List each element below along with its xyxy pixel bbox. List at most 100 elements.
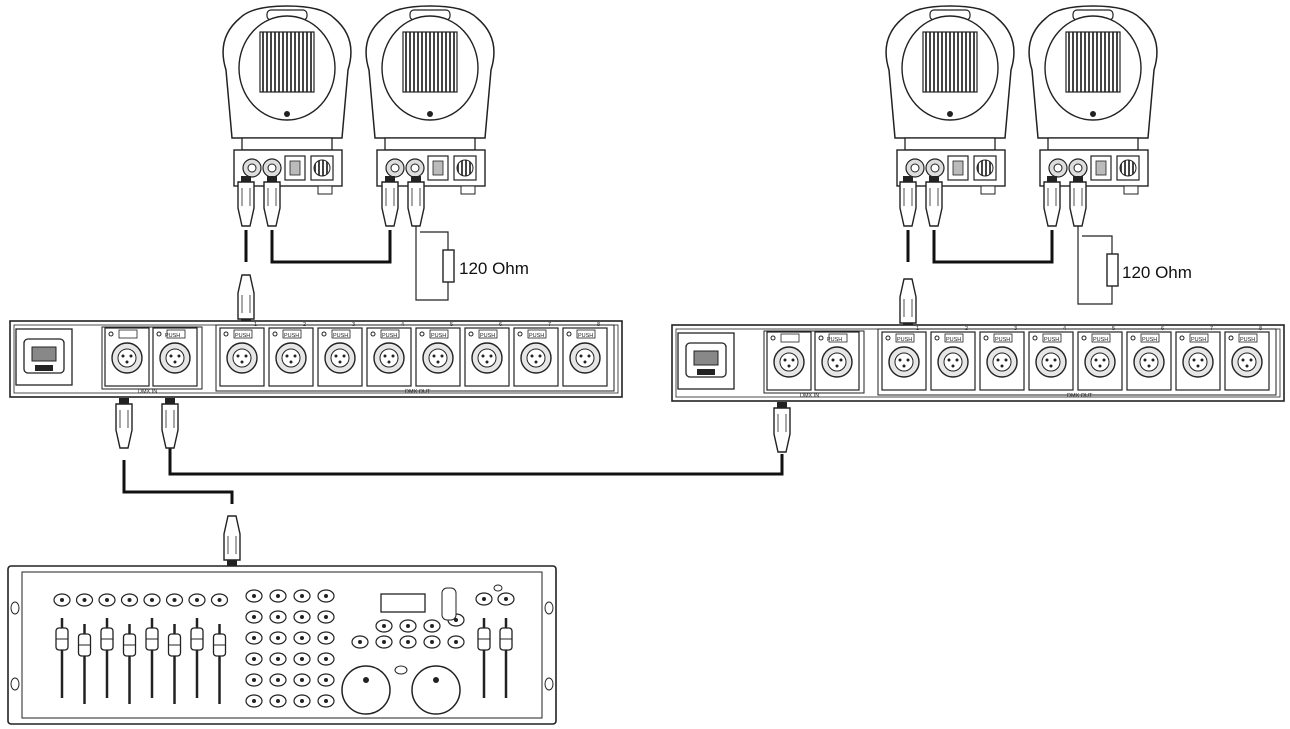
push-label: PUSH	[284, 333, 299, 339]
output-number: 8	[1259, 326, 1262, 332]
function-button	[245, 694, 263, 708]
push-label: PUSH	[827, 337, 842, 343]
push-label: PUSH	[480, 333, 495, 339]
function-button	[317, 589, 335, 603]
dmx-in-socket	[766, 331, 812, 391]
control-button	[447, 635, 465, 649]
scene-button	[143, 593, 161, 607]
function-button	[245, 631, 263, 645]
function-button	[293, 652, 311, 666]
output-number: 1	[916, 326, 919, 332]
splitter1-in-plug	[115, 397, 133, 449]
moving-head-4	[1028, 5, 1158, 195]
terminator-left: 120 Ohm	[415, 226, 529, 301]
dmx-in-label: DMX IN	[800, 393, 819, 399]
dmx-in-label: DMX IN	[138, 389, 157, 395]
function-button	[293, 631, 311, 645]
push-label: PUSH	[529, 333, 544, 339]
console-out-plug	[223, 515, 241, 567]
push-label: PUSH	[431, 333, 446, 339]
control-button	[375, 635, 393, 649]
function-button	[245, 589, 263, 603]
function-button	[317, 652, 335, 666]
output-number: 3	[1014, 326, 1017, 332]
function-button	[269, 673, 287, 687]
control-button	[375, 619, 393, 633]
control-button	[399, 619, 417, 633]
scene-button	[120, 593, 139, 607]
output-number: 2	[965, 326, 968, 332]
control-button	[399, 635, 417, 649]
scene-button	[75, 593, 94, 607]
control-button	[423, 619, 441, 633]
function-button	[293, 673, 311, 687]
output-number: 3	[352, 322, 355, 328]
push-label: PUSH	[1093, 337, 1108, 343]
scene-button	[53, 593, 71, 607]
splitter2-out-plug	[899, 278, 917, 330]
splitter1-thru-plug	[161, 397, 179, 449]
function-button	[245, 673, 263, 687]
push-label: PUSH	[1044, 337, 1059, 343]
scene-button	[210, 593, 229, 607]
moving-head-1	[222, 5, 352, 195]
output-number: 7	[1210, 326, 1213, 332]
push-label: PUSH	[382, 333, 397, 339]
function-button	[269, 694, 287, 708]
push-label: PUSH	[578, 333, 593, 339]
function-button	[269, 631, 287, 645]
scene-button	[98, 593, 116, 607]
lcd-display	[380, 593, 426, 613]
push-label: PUSH	[235, 333, 250, 339]
push-label: PUSH	[1191, 337, 1206, 343]
scene-button	[165, 593, 184, 607]
function-button	[269, 610, 287, 624]
output-number: 6	[1161, 326, 1164, 332]
dmx-splitter-1: PUSH DMX IN PUSH1PUSH2PUSH3PUSH4PUSH5PUS…	[9, 320, 623, 398]
splitter2-in-plug	[773, 401, 791, 453]
function-button	[293, 589, 311, 603]
output-number: 6	[499, 322, 502, 328]
output-number: 4	[401, 322, 404, 328]
jog-wheel-left	[341, 665, 391, 715]
control-button	[351, 635, 369, 649]
output-number: 1	[254, 322, 257, 328]
scene-button	[188, 593, 206, 607]
function-button	[317, 694, 335, 708]
output-number: 8	[597, 322, 600, 328]
jog-wheel-right	[411, 665, 461, 715]
dmx-out-label: DMX OUT	[405, 389, 431, 395]
output-number: 7	[548, 322, 551, 328]
output-number: 4	[1063, 326, 1066, 332]
dmx-in-socket	[104, 327, 150, 387]
function-button	[245, 652, 263, 666]
terminator-right: 120 Ohm	[1077, 226, 1192, 305]
push-label: PUSH	[165, 333, 180, 339]
output-number: 5	[1112, 326, 1115, 332]
dmx-controller	[7, 565, 557, 725]
terminator-label: 120 Ohm	[1122, 263, 1192, 282]
push-label: PUSH	[1240, 337, 1255, 343]
function-button	[317, 610, 335, 624]
dmx-out-label: DMX OUT	[1067, 393, 1093, 399]
function-button	[317, 631, 335, 645]
push-label: PUSH	[946, 337, 961, 343]
output-number: 2	[303, 322, 306, 328]
function-button	[245, 610, 263, 624]
function-button	[293, 610, 311, 624]
function-button	[317, 673, 335, 687]
function-button	[269, 589, 287, 603]
moving-head-3	[885, 5, 1015, 195]
dmx-cables	[122, 230, 1054, 504]
push-label: PUSH	[995, 337, 1010, 343]
moving-head-2	[365, 5, 495, 195]
function-button	[293, 694, 311, 708]
control-button	[423, 635, 441, 649]
terminator-label: 120 Ohm	[459, 259, 529, 278]
splitter1-out-plug	[237, 274, 255, 326]
push-label: PUSH	[897, 337, 912, 343]
